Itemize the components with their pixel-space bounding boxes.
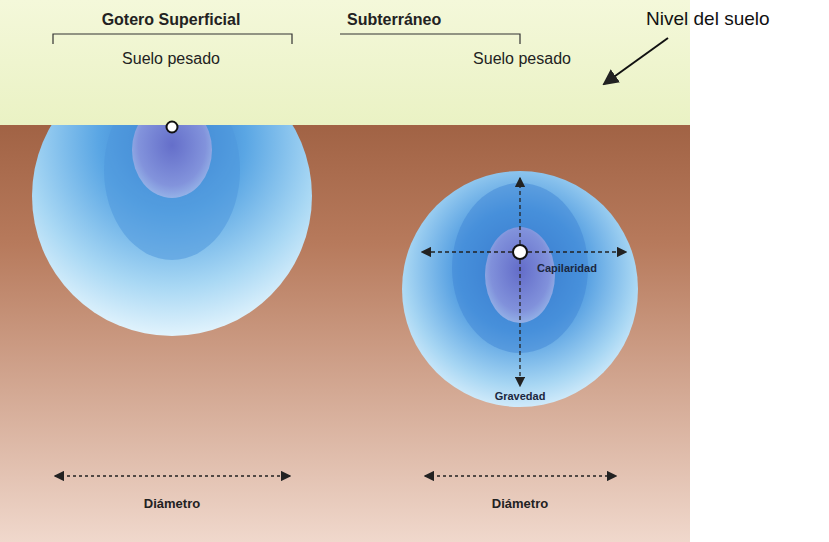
- soil-type: Suelo pesado: [473, 50, 571, 68]
- ground-level-label: Nivel del suelo: [646, 8, 770, 30]
- section-heading: Subterráneo: [347, 11, 441, 29]
- section-heading: Gotero Superficial: [102, 11, 241, 29]
- dimension-label: Diámetro: [144, 497, 200, 512]
- dimension-label: Diámetro: [492, 497, 548, 512]
- force-label: Capilaridad: [537, 262, 597, 275]
- soil-type: Suelo pesado: [122, 50, 220, 68]
- force-label: Gravedad: [495, 390, 546, 403]
